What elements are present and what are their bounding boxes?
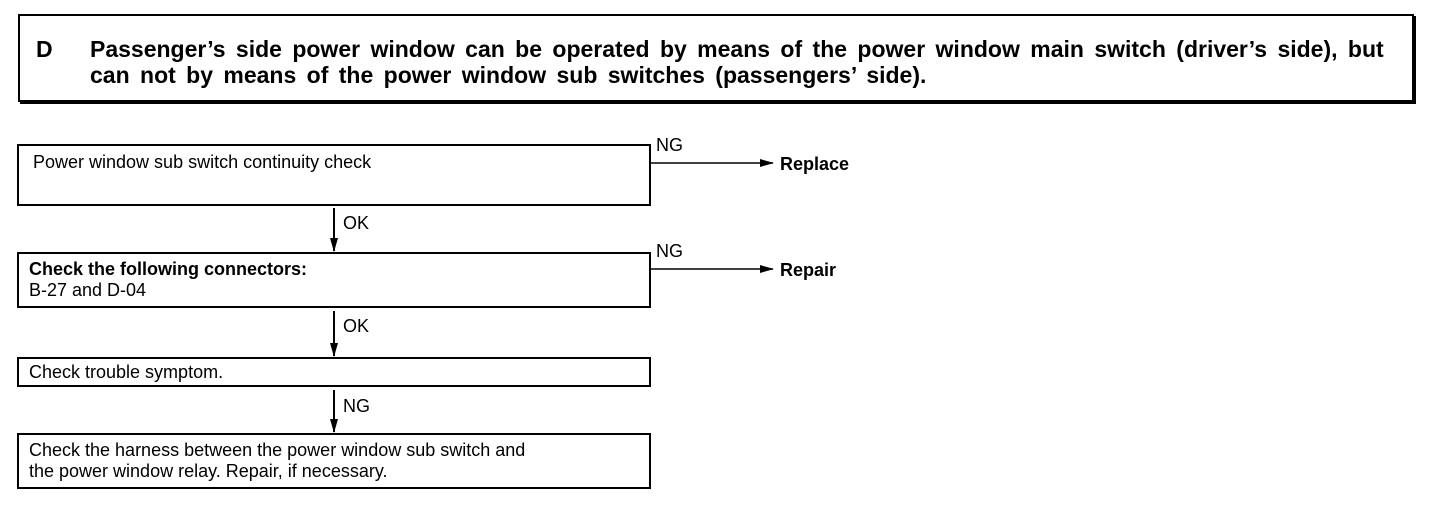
- branch-label-ng: NG: [656, 135, 683, 155]
- step-check-symptom: Check trouble symptom.: [17, 357, 651, 387]
- step-text: Power window sub switch continuity check: [33, 152, 372, 172]
- step-text-line1: Check the harness between the power wind…: [29, 440, 526, 460]
- step-check-harness: Check the harness between the power wind…: [17, 433, 651, 489]
- vertical-label-ok: OK: [343, 213, 370, 233]
- step-check-connectors: Check the following connectors: B-27 and…: [17, 252, 651, 308]
- step-text-line2: the power window relay. Repair, if neces…: [29, 461, 388, 481]
- symptom-header-box: D Passenger’s side power window can be o…: [18, 14, 1414, 102]
- symptom-description: Passenger’s side power window can be ope…: [90, 36, 1384, 88]
- branch-label-ng: NG: [656, 241, 683, 261]
- step-text-detail: B-27 and D-04: [29, 280, 147, 300]
- result-replace: Replace: [780, 154, 850, 174]
- step-text: Check trouble symptom.: [29, 362, 224, 382]
- vertical-label-ok: OK: [343, 316, 370, 336]
- step-continuity-check: Power window sub switch continuity check: [17, 144, 651, 206]
- symptom-letter: D: [36, 36, 54, 62]
- result-repair: Repair: [780, 260, 837, 280]
- vertical-label-ng: NG: [343, 396, 370, 416]
- step-text-heading: Check the following connectors:: [29, 259, 308, 279]
